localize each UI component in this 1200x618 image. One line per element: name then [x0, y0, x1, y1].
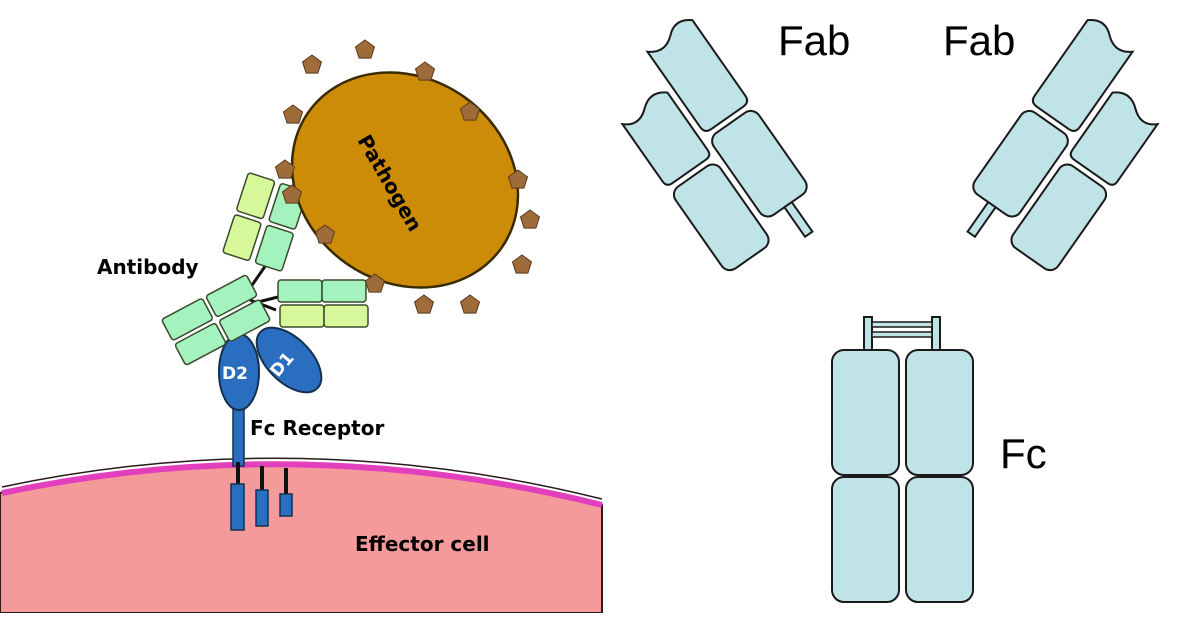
- fc-disulfide-bond: [871, 331, 933, 338]
- fab-hinge-stub: [783, 200, 814, 239]
- antigen-pentagon: [282, 104, 304, 124]
- fc-hinge-post: [863, 316, 873, 354]
- fab-right-label: Fab: [943, 17, 1015, 64]
- antigen-pentagon: [354, 39, 376, 59]
- antigen-pentagon: [281, 184, 303, 204]
- pathogen-body: [290, 71, 520, 289]
- heavy-chain-domain: [174, 323, 227, 366]
- fc-label: Fc: [1000, 430, 1047, 477]
- antigen-pentagon: [459, 101, 481, 121]
- d1-domain: [255, 326, 323, 394]
- antibody-label: Antibody: [97, 255, 199, 279]
- light-chain-domain: [222, 214, 262, 261]
- fc-domain-ch2: [905, 349, 974, 476]
- fab-hinge-stub: [966, 200, 997, 239]
- antigen-pentagon: [413, 294, 435, 314]
- fab-left: [620, 19, 814, 272]
- light-chain-domain: [279, 304, 325, 328]
- left-panel: Effector cell D2 D1 Fc Receptor: [0, 39, 603, 614]
- light-chain-domain: [236, 172, 276, 220]
- signaling-chain-2: [279, 493, 293, 517]
- effector-cell: Effector cell: [0, 457, 603, 614]
- heavy-chain-domain: [219, 299, 271, 342]
- antigen-pentagon: [314, 224, 336, 244]
- fab-domain-variable: [620, 91, 711, 186]
- fc-receptor: D2 D1 Fc Receptor: [218, 326, 384, 531]
- light-chain-domain: [323, 304, 369, 328]
- antigen-pentagon: [507, 169, 529, 189]
- effector-cell-label: Effector cell: [355, 532, 490, 556]
- fab-left-label: Fab: [778, 17, 850, 64]
- antibody-fc: [161, 274, 271, 366]
- fc-disulfide-bond: [871, 321, 933, 328]
- fc-domain-ch3: [831, 476, 900, 603]
- heavy-chain-domain: [254, 224, 294, 272]
- fab-arm-right: [277, 279, 369, 328]
- fab-domain-constant: [672, 163, 770, 272]
- fab-right: [966, 19, 1160, 272]
- fc-domain-ch2: [831, 349, 900, 476]
- antigen-pentagon: [459, 294, 481, 314]
- antigen-pentagon: [301, 54, 323, 74]
- fab-domain-variable: [1069, 91, 1160, 186]
- antigen-pentagon: [274, 159, 296, 179]
- signaling-chain-1: [255, 489, 269, 527]
- pathogen: Pathogen: [274, 39, 541, 314]
- heavy-chain-domain: [321, 279, 367, 303]
- receptor-intracellular-tail: [230, 483, 245, 531]
- right-panel: Fab Fab Fc: [620, 17, 1160, 603]
- fc-domain-ch3: [905, 476, 974, 603]
- heavy-chain-domain: [277, 279, 323, 303]
- antigen-pentagon: [519, 209, 541, 229]
- cell-membrane-outline: [1, 457, 603, 500]
- cell-membrane: [1, 461, 603, 508]
- antigen-pentagon: [511, 254, 533, 274]
- fab-domain-variable: [645, 19, 749, 132]
- heavy-chain-domain: [205, 274, 258, 317]
- fab-domain-constant: [1010, 163, 1108, 272]
- antigen-pentagon: [364, 273, 386, 293]
- heavy-chain-domain: [161, 298, 213, 341]
- antigen-pentagon: [414, 61, 436, 81]
- antibody: Antibody: [97, 172, 369, 366]
- fc-fragment: [831, 316, 974, 603]
- fc-receptor-label: Fc Receptor: [250, 416, 384, 440]
- fab-domain-variable: [1031, 19, 1135, 132]
- d2-label: D2: [222, 364, 248, 384]
- fc-hinge-post: [931, 316, 941, 354]
- antigen-group: [274, 39, 541, 314]
